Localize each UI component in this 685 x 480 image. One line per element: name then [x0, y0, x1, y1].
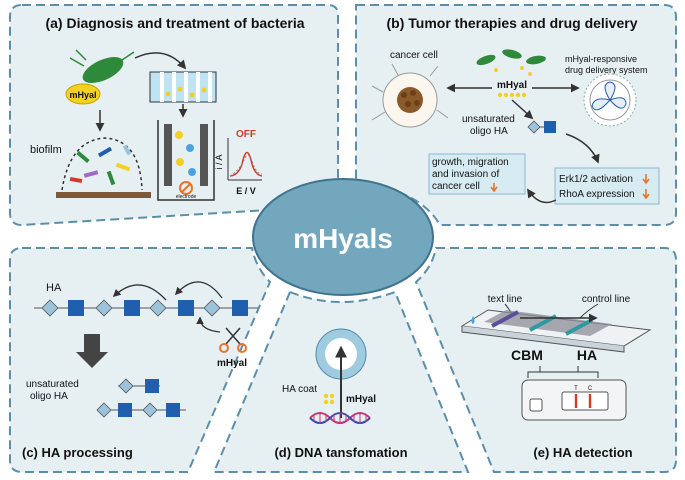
panel-d-title: (d) DNA tansfomation [274, 445, 407, 460]
center-label: mHyals [293, 223, 393, 254]
erk-box [554, 167, 660, 205]
growth-box [428, 153, 526, 195]
panel-b-title: (b) Tumor therapies and drug delivery [386, 15, 637, 31]
c-enzyme-label: mHyal [217, 358, 247, 369]
bacterium-label: mHyal [69, 90, 96, 100]
d-enzyme-label: mHyal [346, 394, 376, 405]
d-enzyme-dots [323, 393, 335, 405]
arrow-to-growth [527, 188, 557, 204]
control-line-label: control line [582, 294, 631, 305]
growth-text-2: and invasion of [432, 169, 499, 180]
electrochemical-cell-icon [157, 120, 215, 201]
t-mark: T [574, 386, 578, 392]
bacteria-cluster-icon [476, 49, 546, 76]
bacterium-icon [69, 49, 135, 83]
biofilm-surface [56, 192, 151, 198]
arrow-to-oligo [511, 99, 534, 120]
test-strip [460, 309, 652, 353]
cbm-label: CBM [511, 347, 543, 363]
unsat-label-1: unsaturated [462, 114, 515, 125]
off-label: OFF [236, 129, 256, 140]
oligo-ha-icon [527, 120, 556, 134]
filter-icon [149, 71, 217, 103]
unsat-label-2: oligo HA [470, 126, 508, 137]
arrow-to-sensor [134, 52, 187, 70]
cut-arrow-1 [112, 284, 167, 301]
ha-detect-label: HA [577, 347, 597, 363]
control-line-pointer [579, 303, 599, 319]
ha-label: HA [46, 282, 62, 294]
cancer-cell-icon [371, 63, 449, 128]
enzyme-dots [497, 92, 527, 98]
panel-c-title: (c) HA processing [22, 445, 133, 460]
voltammogram [227, 138, 263, 181]
cut-arrow-3 [196, 316, 221, 333]
biofilm-icon [61, 137, 143, 191]
biofilm-label: biofilm [30, 144, 62, 156]
x-axis-label: E / V [236, 186, 256, 196]
test-cassette [521, 379, 627, 421]
erk-text: Erk1/2 activation [559, 174, 633, 185]
scissors-icon [219, 327, 247, 353]
center-ellipse [252, 178, 434, 296]
coat-label: HA coat [282, 384, 317, 395]
ha-chain [34, 299, 258, 317]
growth-text-1: growth, migration [432, 157, 509, 168]
rhoa-text: RhoA expression [559, 189, 635, 200]
oligo-products [96, 378, 186, 418]
text-line-label: text line [488, 294, 523, 305]
system-label-2: drug delivery system [565, 65, 648, 75]
electrode-label: electrode [176, 194, 197, 200]
process-arrow [76, 334, 108, 368]
c-unsat-label-1: unsaturated [26, 379, 79, 390]
down-arrow-icon [642, 174, 650, 185]
down-arrow-icon [490, 183, 498, 193]
b-enzyme-label: mHyal [497, 80, 527, 91]
cut-arrow-2 [174, 281, 223, 299]
drug-carrier-icon [583, 73, 637, 127]
panel-e-bg [414, 247, 677, 473]
growth-text-3: cancer cell [432, 181, 480, 192]
arrow-to-erk [565, 133, 600, 164]
mhyal-blob [65, 83, 101, 105]
y-axis-label: i / A [214, 154, 224, 169]
panel-e-title: (e) HA detection [533, 445, 632, 460]
system-label-1: mHyal-responsive [565, 54, 637, 64]
down-arrow-icon [642, 189, 650, 200]
dna-helix-icon [309, 412, 371, 424]
bracket-lines [527, 366, 599, 378]
cancer-cell-label: cancer cell [390, 50, 438, 61]
c-mark: C [588, 386, 593, 392]
c-unsat-label-2: oligo HA [30, 391, 68, 402]
panel-a-title: (a) Diagnosis and treatment of bacteria [45, 15, 304, 31]
